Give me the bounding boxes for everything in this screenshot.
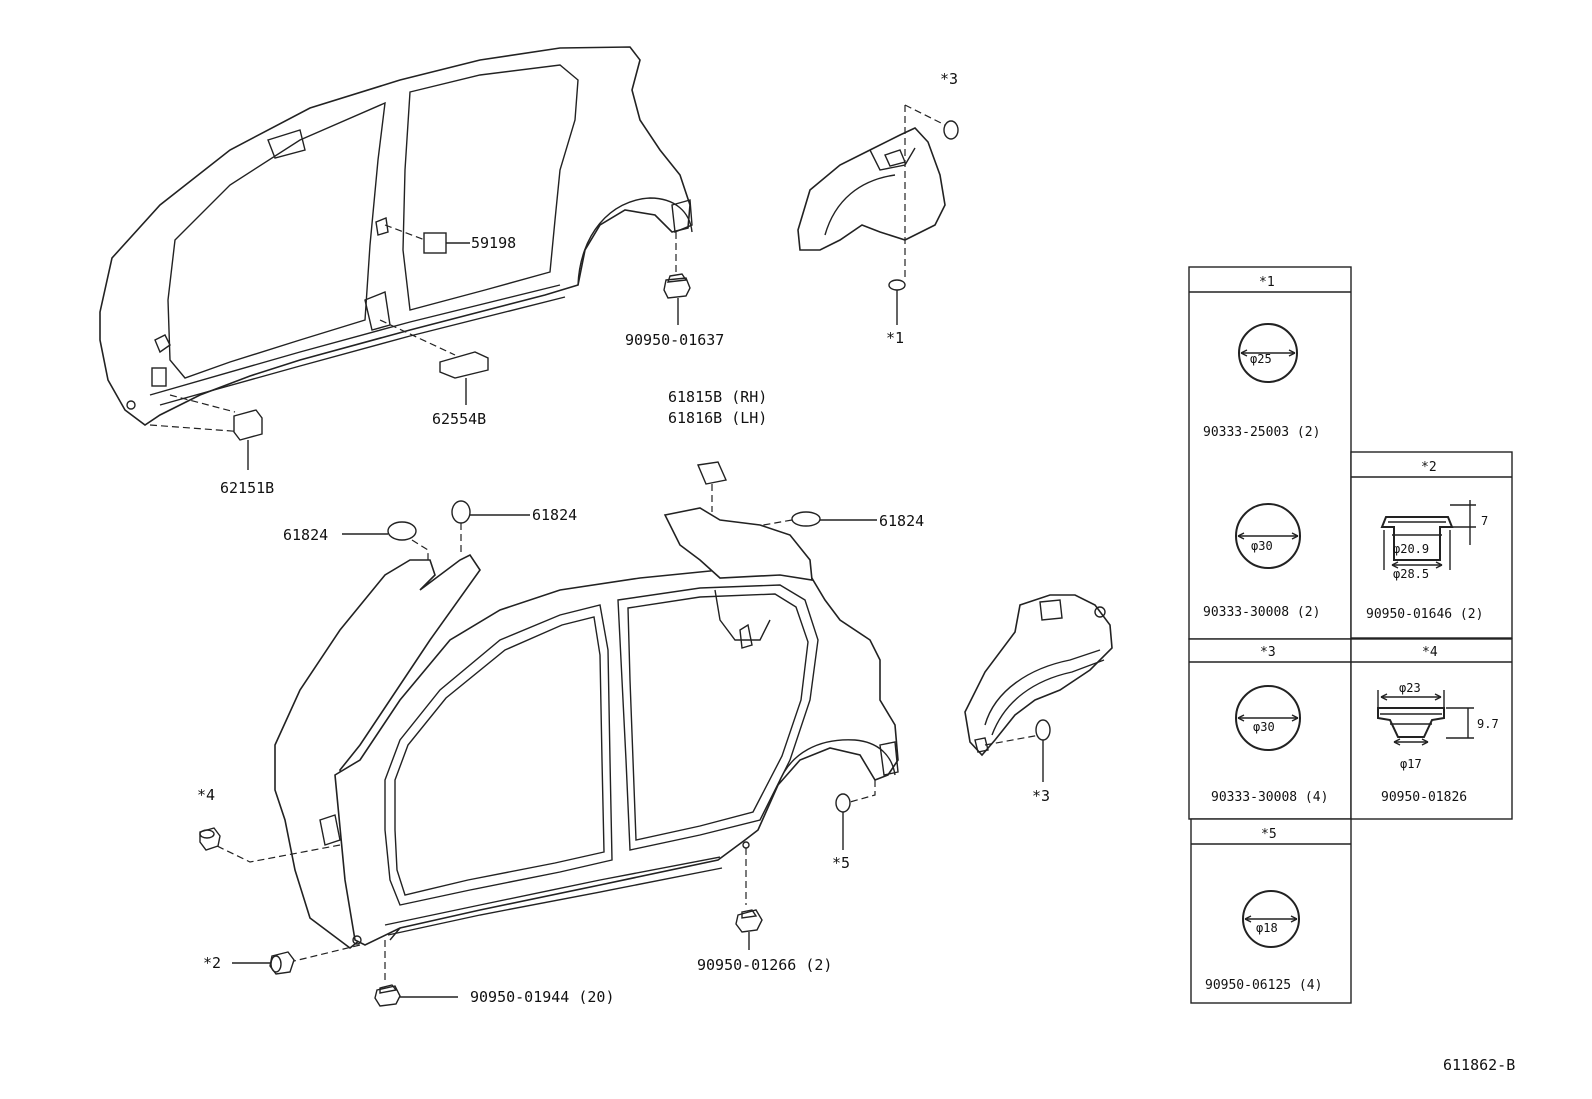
upper-wheelhouse	[797, 104, 946, 280]
label-90950-01637: 90950-01637	[625, 331, 724, 349]
part-star4-grommet	[199, 827, 221, 851]
part-59198-pad	[423, 232, 447, 254]
label-star1-top: *1	[886, 329, 904, 347]
label-61816b: 61816B (LH)	[668, 409, 767, 427]
label-star3-top: *3	[940, 70, 958, 88]
legend-star3-plug	[1235, 685, 1301, 751]
legend-star5-plug	[1242, 890, 1300, 948]
legend-star5-header: *5	[1261, 827, 1277, 842]
legend-star5-dia: φ18	[1256, 921, 1278, 935]
part-62151b-block	[233, 409, 263, 441]
label-star2: *2	[203, 954, 221, 972]
label-61815b: 61815B (RH)	[668, 388, 767, 406]
label-90950-01266: 90950-01266 (2)	[697, 956, 832, 974]
plug-star3-lower	[1035, 719, 1051, 741]
legend-star1-plug-b	[1235, 503, 1301, 569]
legend-star2-plug	[1380, 500, 1476, 570]
label-star4: *4	[197, 786, 215, 804]
figure-code: 611862-B	[1443, 1056, 1515, 1074]
label-62554b: 62554B	[432, 410, 486, 428]
legend-star3-header: *3	[1260, 645, 1276, 660]
label-62151b: 62151B	[220, 479, 274, 497]
part-61824-right	[791, 511, 821, 527]
legend-star4-header: *4	[1422, 645, 1438, 660]
legend-star4-dim-h: 9.7	[1477, 717, 1499, 731]
legend-star2-dim-outer: φ28.5	[1393, 567, 1429, 581]
part-61824-left	[387, 521, 417, 541]
label-61824-left: 61824	[283, 526, 328, 544]
part-62554b-pad	[439, 351, 489, 379]
label-star3-lower: *3	[1032, 787, 1050, 805]
part-61824-mid	[451, 500, 471, 524]
plug-star5	[835, 793, 851, 813]
label-61824-right: 61824	[879, 512, 924, 530]
upper-side-panel	[99, 46, 693, 433]
legend-star2-header: *2	[1421, 460, 1437, 475]
legend-table	[1188, 266, 1513, 1004]
label-61824-mid: 61824	[532, 506, 577, 524]
label-star5: *5	[832, 854, 850, 872]
legend-star3-part: 90333-30008 (4)	[1211, 790, 1328, 805]
legend-star2-dim-h: 7	[1481, 514, 1488, 528]
legend-star4-part: 90950-01826	[1381, 790, 1467, 805]
plug-star3-top	[943, 120, 959, 140]
legend-star1-dia-b: φ30	[1251, 539, 1273, 553]
legend-star4-grommet	[1377, 690, 1474, 746]
lower-side-panel	[214, 507, 899, 982]
legend-star2-dim-inner: φ20.9	[1393, 542, 1429, 556]
plug-star1-top	[888, 279, 906, 291]
label-90950-01944: 90950-01944 (20)	[470, 988, 615, 1006]
legend-star1-plug-a	[1238, 323, 1298, 383]
part-90950-01266-clip	[735, 909, 763, 950]
part-star2-plug	[232, 951, 295, 975]
legend-star4-dim-top: φ23	[1399, 681, 1421, 695]
legend-star5-part: 90950-06125 (4)	[1205, 978, 1322, 993]
legend-star3-dia: φ30	[1253, 720, 1275, 734]
legend-star1-part-b: 90333-30008 (2)	[1203, 605, 1320, 620]
part-90950-01637-plug	[663, 232, 691, 325]
legend-star1-part-a: 90333-25003 (2)	[1203, 425, 1320, 440]
legend-star2-part: 90950-01646 (2)	[1366, 607, 1483, 622]
lower-wheelhouse	[964, 594, 1113, 757]
legend-star4-dim-bottom: φ17	[1400, 757, 1422, 771]
part-61815b-pad	[697, 461, 727, 485]
legend-star1-header: *1	[1259, 275, 1275, 290]
label-59198: 59198	[471, 234, 516, 252]
part-90950-01944-clip	[374, 984, 458, 1007]
legend-star1-dia-a: φ25	[1250, 352, 1272, 366]
